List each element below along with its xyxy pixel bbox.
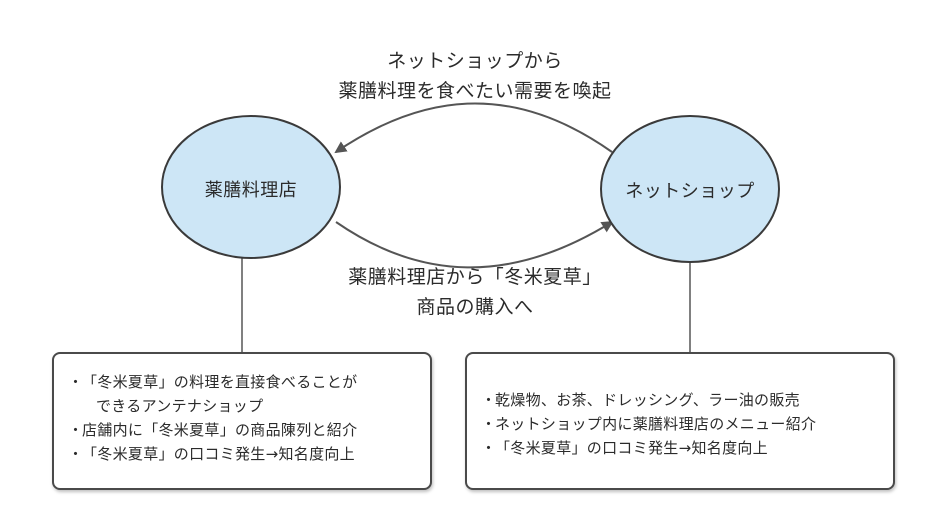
left-info-box: ・「冬米夏草」の料理を直接食べることが できるアンテナショップ ・店舗内に「冬米… — [52, 352, 432, 490]
list-item: ・「冬米夏草」の口コミ発生→知名度向上 — [68, 442, 430, 466]
right-node-label: ネットショップ — [625, 181, 755, 202]
list-item-text-continued: できるアンテナショップ — [96, 397, 264, 415]
top-arrow-label-line-2: 薬膳料理を食べたい需要を喚起 — [338, 80, 612, 102]
bullet: ・ — [68, 373, 84, 391]
top-arrow — [334, 102, 613, 154]
right-info-box: ・乾燥物、お茶、ドレッシング、ラー油の販売 ・ネットショップ内に薬膳料理店のメニ… — [465, 352, 895, 490]
bullet: ・ — [481, 391, 497, 409]
bottom-arrow-label-line-1: 薬膳料理店から「冬米夏草」 — [348, 266, 602, 288]
bottom-arrow-label: 薬膳料理店から「冬米夏草」 商品の購入へ — [300, 262, 650, 322]
list-item: ・「冬米夏草」の口コミ発生→知名度向上 — [481, 436, 893, 460]
list-item-text: 「冬米夏草」の口コミ発生→知名度向上 — [495, 439, 768, 457]
list-item: ・「冬米夏草」の料理を直接食べることが できるアンテナショップ — [68, 370, 430, 418]
list-item-text: 店舗内に「冬米夏草」の商品陳列と紹介 — [82, 421, 358, 439]
right-info-list: ・乾燥物、お茶、ドレッシング、ラー油の販売 ・ネットショップ内に薬膳料理店のメニ… — [481, 388, 893, 460]
list-item-text: 「冬米夏草」の料理を直接食べることが — [82, 373, 358, 391]
bottom-arrow-label-line-2: 商品の購入へ — [416, 296, 534, 318]
list-item: ・乾燥物、お茶、ドレッシング、ラー油の販売 — [481, 388, 893, 412]
right-node-circle — [600, 115, 780, 263]
bullet: ・ — [68, 445, 84, 463]
list-item-text: 「冬米夏草」の口コミ発生→知名度向上 — [82, 445, 355, 463]
left-node-circle — [161, 115, 341, 259]
bottom-arrow — [335, 220, 614, 269]
bullet: ・ — [68, 421, 84, 439]
list-item: ・ネットショップ内に薬膳料理店のメニュー紹介 — [481, 412, 893, 436]
list-item: ・店舗内に「冬米夏草」の商品陳列と紹介 — [68, 418, 430, 442]
left-info-list: ・「冬米夏草」の料理を直接食べることが できるアンテナショップ ・店舗内に「冬米… — [68, 370, 430, 466]
bullet: ・ — [481, 415, 497, 433]
left-node-label: 薬膳料理店 — [204, 180, 298, 201]
top-arrow-label: ネットショップから 薬膳料理を食べたい需要を喚起 — [290, 46, 660, 106]
top-arrow-label-line-1: ネットショップから — [387, 50, 563, 72]
bullet: ・ — [481, 439, 497, 457]
list-item-text: ネットショップ内に薬膳料理店のメニュー紹介 — [495, 415, 817, 433]
list-item-text: 乾燥物、お茶、ドレッシング、ラー油の販売 — [495, 391, 800, 409]
